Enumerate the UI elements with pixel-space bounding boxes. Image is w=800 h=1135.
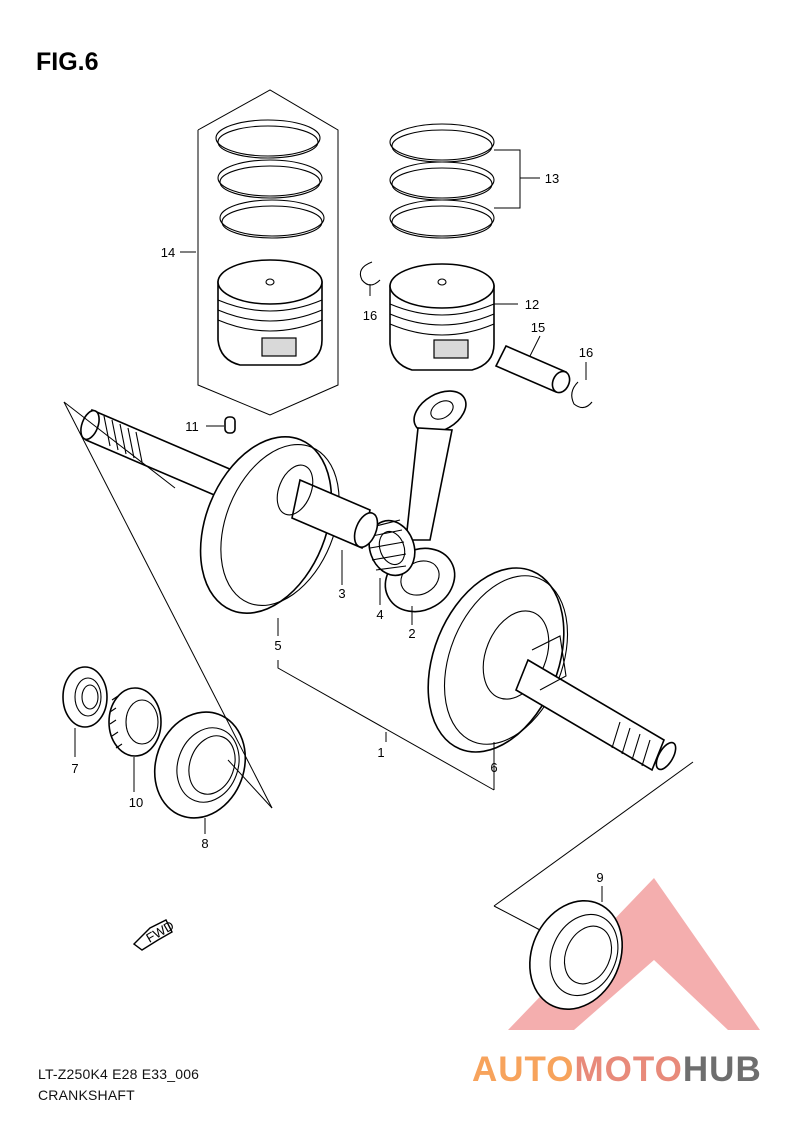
- callout-8: 8: [201, 836, 208, 851]
- callout-12: 12: [525, 297, 539, 312]
- callout-7: 7: [71, 761, 78, 776]
- circlip-upper: [359, 261, 381, 286]
- timing-gear: [108, 687, 162, 757]
- callout-15: 15: [531, 320, 545, 335]
- callout-2: 2: [408, 626, 415, 641]
- circlip-lower: [571, 381, 593, 409]
- crankshaft-left-half: [80, 408, 379, 615]
- watermark-text-moto: MOTO: [574, 1050, 683, 1089]
- fwd-arrow-icon: FWD: [132, 918, 177, 951]
- callout-16-lower: 16: [579, 345, 593, 360]
- piston-pin: [494, 344, 571, 394]
- callout-3: 3: [338, 586, 345, 601]
- callout-13: 13: [545, 171, 559, 186]
- bearing-right: [528, 900, 624, 1010]
- bearing-large-left: [153, 711, 247, 819]
- callout-14: 14: [161, 245, 175, 260]
- crankshaft-right-half: [427, 567, 677, 772]
- callout-9: 9: [596, 870, 603, 885]
- dowel-pin: [224, 416, 236, 434]
- piston-kit-outline: [197, 89, 339, 416]
- bearing-left-small: [62, 666, 108, 728]
- needle-bearing: [368, 519, 416, 577]
- piston-ring-set-left: [215, 119, 325, 239]
- watermark-logo: AUTOMOTOHUB: [472, 1050, 762, 1090]
- connecting-rod: [384, 390, 467, 613]
- callout-5: 5: [274, 638, 281, 653]
- assembly-guide-lines: [63, 401, 694, 931]
- callout-4: 4: [376, 607, 383, 622]
- model-code: LT-Z250K4 E28 E33_006: [38, 1066, 200, 1082]
- callout-1: 1: [377, 745, 384, 760]
- callout-10: 10: [129, 795, 143, 810]
- callout-16-upper: 16: [363, 308, 377, 323]
- piston-left: [217, 259, 323, 366]
- piston-right: [389, 263, 495, 371]
- callout-11: 11: [185, 419, 199, 434]
- callout-labels: 1 2 3 4 5 6 7 8 9 10 11 12 13 14 15 16 1…: [71, 171, 603, 885]
- watermark-text-hub: HUB: [682, 1050, 762, 1089]
- callout-6: 6: [490, 760, 497, 775]
- watermark-text-auto: AUTO: [472, 1050, 575, 1089]
- leader-lines: [74, 149, 603, 902]
- section-name: CRANKSHAFT: [38, 1087, 135, 1103]
- figure-title: FIG.6: [36, 48, 99, 76]
- piston-ring-set-right: [389, 123, 495, 239]
- fwd-label: FWD: [143, 918, 176, 946]
